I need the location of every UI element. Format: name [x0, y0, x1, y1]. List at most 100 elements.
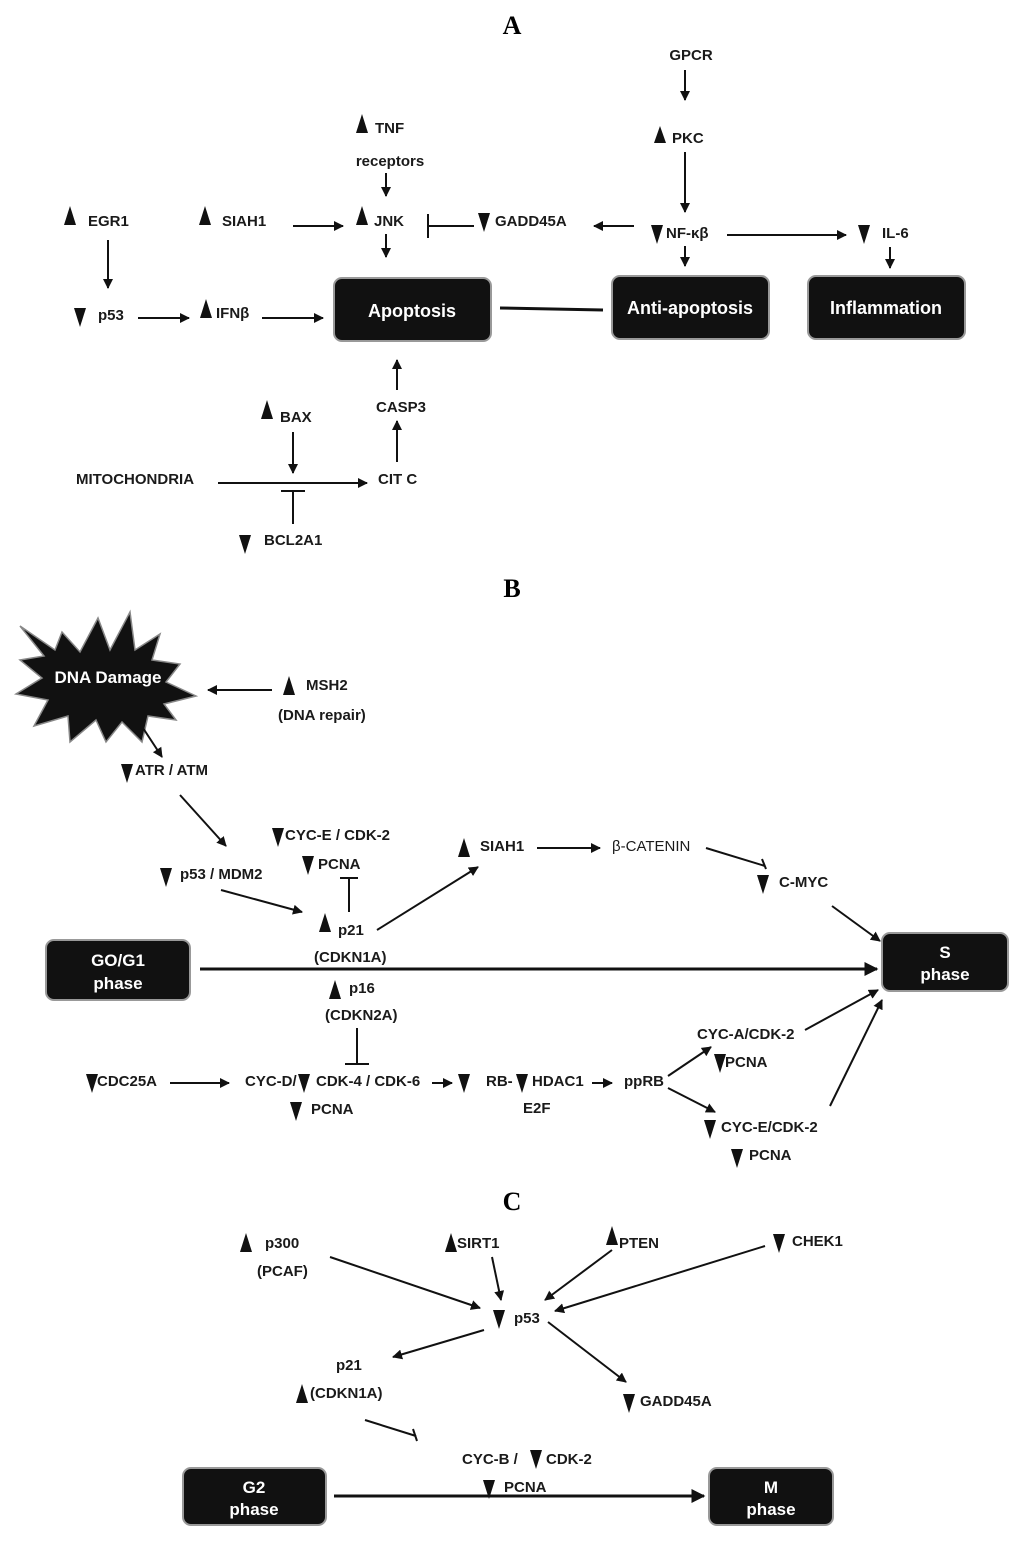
pkc-label: PKC: [672, 130, 704, 147]
myc-to-s-arrow: [831, 905, 881, 942]
up-triangle: [200, 299, 212, 318]
up-triangle: [356, 206, 368, 225]
sirt1-label: SIRT1: [457, 1235, 500, 1252]
g0g1-line1: GO/G1: [91, 951, 145, 970]
chek1-to-p53-arrow: [554, 1245, 766, 1314]
bax-label: BAX: [280, 409, 312, 426]
mitochondria-label: MITOCHONDRIA: [76, 471, 194, 488]
pcna-label-b4: PCNA: [749, 1147, 792, 1164]
m-line2: phase: [746, 1500, 795, 1519]
p53-mdm2-label: p53 / MDM2: [180, 866, 263, 883]
down-triangle: [478, 213, 490, 232]
apoptosis-anti-apoptosis-link: [499, 306, 604, 312]
down-triangle: [302, 856, 314, 875]
down-triangle: [704, 1120, 716, 1139]
up-triangle: [319, 913, 331, 932]
dna-damage-label: DNA Damage: [54, 668, 161, 687]
section-label-a: A: [503, 11, 522, 40]
atr-atm-label: ATR / ATM: [135, 762, 208, 779]
pprb-to-cyce-arrow: [667, 1087, 716, 1113]
up-triangle: [356, 114, 368, 133]
siah1-label-a: SIAH1: [222, 213, 266, 230]
dna-repair-label: (DNA repair): [278, 707, 366, 724]
cdkn1a-label-b: (CDKN1A): [314, 949, 387, 966]
pcna-label-b3: PCNA: [725, 1054, 768, 1071]
g0g1-phase-box: [45, 939, 191, 1001]
cdk4-cdk6-label: CDK-4 / CDK-6: [316, 1073, 420, 1090]
g0g1-line2: phase: [93, 974, 142, 993]
ifnb-label: IFNβ: [216, 305, 249, 322]
cyce-cdk2-b-label: CYC-E/CDK-2: [721, 1119, 818, 1136]
pcna-label-c: PCNA: [504, 1479, 547, 1496]
down-triangle: [493, 1310, 505, 1329]
inhibition-bar: [412, 1428, 418, 1442]
pten-label: PTEN: [619, 1235, 659, 1252]
up-triangle: [445, 1233, 457, 1252]
up-triangle: [458, 838, 470, 857]
cdkn1a-label-c: (CDKN1A): [310, 1385, 383, 1402]
up-triangle: [261, 400, 273, 419]
citc-label: CIT C: [378, 471, 417, 488]
m-phase-box: [708, 1467, 834, 1526]
down-triangle: [298, 1074, 310, 1093]
up-triangle: [329, 980, 341, 999]
section-label-b: B: [503, 574, 520, 603]
inflammation-box: [807, 275, 966, 340]
gpcr-label: GPCR: [669, 47, 713, 64]
cyca-cdk2-label: CYC-A/CDK-2: [697, 1026, 795, 1043]
down-triangle: [516, 1074, 528, 1093]
up-triangle: [283, 676, 295, 695]
down-triangle: [651, 225, 663, 244]
p21-to-siah1-arrow: [376, 866, 479, 931]
g2-line2: phase: [229, 1500, 278, 1519]
p16-label: p16: [349, 980, 375, 997]
receptors-label: receptors: [356, 153, 424, 170]
cycd-label: CYC-D/: [245, 1073, 297, 1090]
apoptosis-box: [333, 277, 492, 342]
s-phase-box: [881, 932, 1009, 992]
down-triangle: [290, 1102, 302, 1121]
nfkb-label: NF-κβ: [666, 225, 709, 242]
g2-phase-box: [182, 1467, 327, 1526]
down-triangle: [272, 828, 284, 847]
cyce-cdk2-label: CYC-E / CDK-2: [285, 827, 390, 844]
gadd45a-label-c: GADD45A: [640, 1393, 712, 1410]
p21-inhibits-cycb: [364, 1419, 417, 1437]
down-triangle: [74, 308, 86, 327]
inhibition-bar: [761, 858, 767, 870]
rb-label: RB-: [486, 1073, 513, 1090]
p21-label-b: p21: [338, 922, 364, 939]
p53-to-p21-arrow-c: [392, 1329, 485, 1360]
casp3-label: CASP3: [376, 399, 426, 416]
section-label-c: C: [503, 1187, 522, 1216]
bcl2a1-label: BCL2A1: [264, 532, 322, 549]
jnk-label: JNK: [374, 213, 404, 230]
down-triangle: [458, 1074, 470, 1093]
beta-catenin-label: β-CATENIN: [612, 838, 690, 855]
sirt1-to-p53-arrow: [491, 1256, 505, 1301]
apoptosis-label: Apoptosis: [368, 301, 456, 321]
down-triangle: [239, 535, 251, 554]
egr1-label: EGR1: [88, 213, 129, 230]
tnf-label: TNF: [375, 120, 404, 137]
c-myc-label: C-MYC: [779, 874, 828, 891]
pprb-label: ppRB: [624, 1073, 664, 1090]
up-triangle: [606, 1226, 618, 1245]
msh2-label: MSH2: [306, 677, 348, 694]
down-triangle: [121, 764, 133, 783]
anti-apoptosis-box: [611, 275, 770, 340]
pprb-to-cyca-arrow: [667, 1046, 712, 1077]
siah1-label-b: SIAH1: [480, 838, 524, 855]
atr-to-p53-arrow: [179, 794, 227, 847]
p53-label-c: p53: [514, 1310, 540, 1327]
cyca-to-s-arrow: [804, 989, 879, 1031]
anti-apoptosis-label: Anti-apoptosis: [627, 298, 753, 318]
down-triangle: [731, 1149, 743, 1168]
p53-to-gadd45a-arrow: [547, 1321, 627, 1383]
p300-label: p300: [265, 1235, 299, 1252]
cdc25a-label: CDC25A: [97, 1073, 157, 1090]
p300-to-p53-arrow: [329, 1256, 481, 1310]
down-triangle: [773, 1234, 785, 1253]
